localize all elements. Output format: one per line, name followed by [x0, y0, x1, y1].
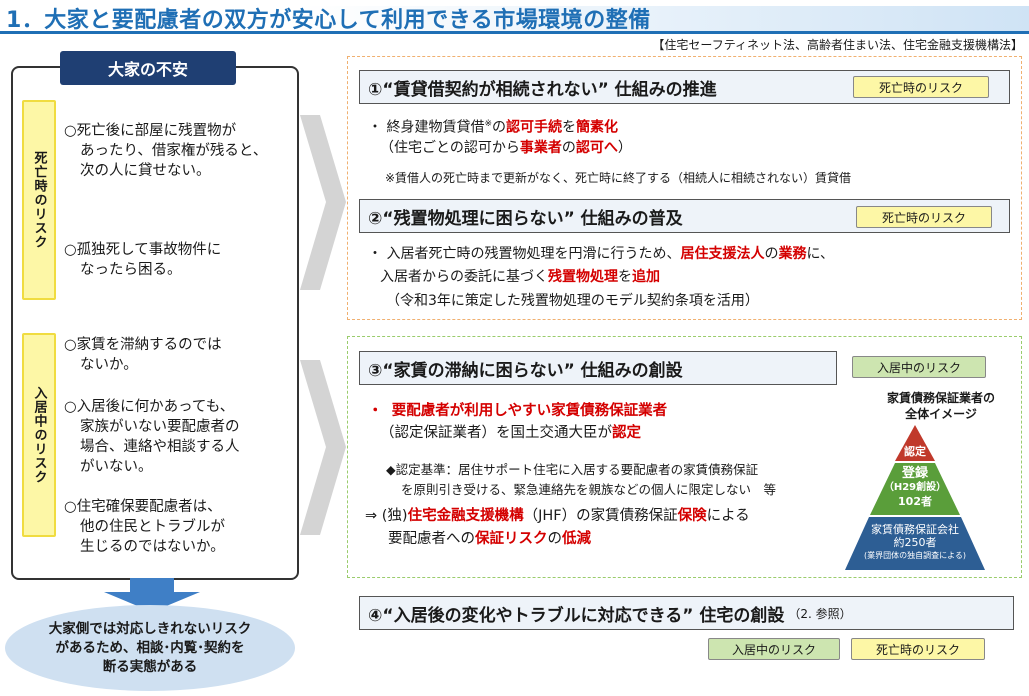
risk-tag-death: 死亡時のリスク	[22, 100, 56, 300]
pyramid-base-label: 家賃債務保証会社 約250者 (業界団体の独自調査による)	[863, 523, 966, 560]
pyramid-top-tier	[895, 425, 935, 461]
chevron-right-icon	[300, 115, 346, 290]
measure-2-line-1: ・ 入居者死亡時の残置物処理を円滑に行うため、居住支援法人の業務に、	[368, 246, 835, 262]
living-concern-2: ○入居後に何かあっても、 家族がいない要配慮者の 場合、連絡や相談する人 がいな…	[64, 399, 240, 475]
badge-living-risk-4: 入居中のリスク	[708, 638, 840, 660]
measure-4-heading: ④“入居後の変化やトラブルに対応できる” 住宅の創設 （2. 参照）	[359, 596, 1014, 630]
badge-death-risk-1: 死亡時のリスク	[853, 76, 989, 98]
living-concern-3: ○住宅確保要配慮者は、 他の住民とトラブルが 生じるのではないか。	[64, 499, 225, 555]
measure-3-line-1: ・ 要配慮者が利用しやすい家賃債務保証業者	[368, 403, 668, 419]
pyramid-middle-label: 登録 （H29創設） 102者	[883, 466, 947, 509]
measure-3-heading: ③“家賃の滞納に困らない” 仕組みの創設	[359, 351, 837, 385]
pyramid-top-label: 認定	[904, 445, 926, 458]
chevron-right-icon-2	[300, 360, 346, 535]
pyramid-base-tier	[845, 517, 985, 570]
badge-death-risk-4: 死亡時のリスク	[851, 638, 985, 660]
badge-death-risk-2: 死亡時のリスク	[856, 206, 992, 228]
pyramid-caption: 家賃債務保証業者の 全体イメージ	[886, 391, 995, 421]
law-reference: 【住宅セーフティネット法、高齢者住まい法、住宅金融支援機構法】	[652, 38, 1023, 52]
death-concern-1: ○死亡後に部屋に残置物が あったり、借家権が残ると、 次の人に貸せない。	[64, 123, 268, 179]
measure-1-line-1: ・ 終身建物賃貸借※の認可手続を簡素化	[368, 119, 618, 136]
measure-2-line-3: （令和3年に策定した残置物処理のモデル契約条項を活用）	[386, 293, 759, 309]
landlord-reality-callout: 大家側では対応しきれないリスク があるため、相談･内覧･契約を 断る実態がある	[5, 605, 295, 691]
risk-tag-living: 入居中のリスク	[22, 333, 56, 537]
landlord-concerns-panel	[11, 66, 299, 580]
landlord-concerns-header: 大家の不安	[60, 51, 236, 85]
death-concern-2: ○孤独死して事故物件に なったら困る。	[64, 242, 222, 278]
measure-3-jhf-line-1: ⇒ (独)住宅金融支援機構（JHF）の家賃債務保証保険による	[365, 508, 750, 524]
down-arrow-icon	[104, 578, 200, 612]
measure-1-heading: ①“賃貸借契約が相続されない” 仕組みの推進	[359, 70, 1010, 104]
guarantor-pyramid	[845, 425, 985, 570]
page-title: 1．大家と要配慮者の双方が安心して利用できる市場環境の整備	[6, 8, 651, 33]
badge-living-risk-3: 入居中のリスク	[852, 356, 986, 378]
measure-1-note: ※賃借人の死亡時まで更新がなく、死亡時に終了する（相続人に相続されない）賃貸借	[385, 171, 852, 185]
measure-3-criteria-2: を原則引き受ける、緊急連絡先を親族などの個人に限定しない 等	[401, 482, 777, 497]
measure-3-criteria-1: ◆認定基準：居住サポート住宅に入居する要配慮者の家賃債務保証	[386, 462, 759, 477]
title-gradient	[300, 6, 1029, 31]
measure-3-jhf-line-2: 要配慮者への保証リスクの低減	[388, 531, 591, 547]
pyramid-middle-tier	[870, 463, 960, 515]
measure-2-line-2: 入居者からの委託に基づく残置物処理を追加	[380, 269, 660, 285]
measure-3-line-2: （認定保証業者）を国土交通大臣が認定	[380, 425, 641, 441]
title-underline	[0, 31, 1029, 34]
living-concern-1: ○家賃を滞納するのでは ないか。	[64, 337, 222, 373]
measure-1-line-2: （住宅ごとの認可から事業者の認可へ）	[380, 140, 632, 156]
